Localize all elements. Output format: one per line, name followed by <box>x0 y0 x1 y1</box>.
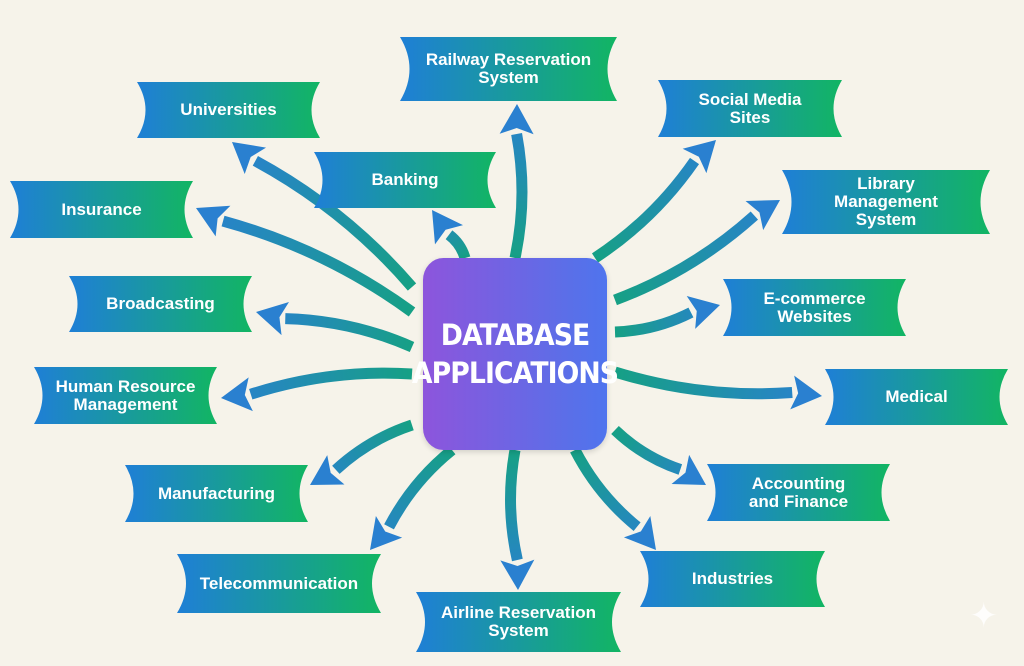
node-medical: Medical <box>825 369 1008 425</box>
banner-shape <box>34 367 217 424</box>
node-label: Manufacturing <box>157 483 276 503</box>
banner-shape <box>658 80 842 137</box>
arrow-shaft <box>332 419 414 474</box>
arrow-head <box>790 375 822 410</box>
arrow-head <box>310 455 345 485</box>
banner-shape <box>69 276 252 332</box>
arrow-broadcasting <box>256 301 415 353</box>
banner-shape <box>10 181 193 238</box>
arrow-shaft <box>509 132 528 260</box>
arrow-insurance <box>196 205 416 317</box>
banner-shape <box>707 464 890 521</box>
banner-shape <box>723 279 906 336</box>
node-broadcasting: Broadcasting <box>69 276 252 332</box>
arrow-shaft <box>221 215 416 317</box>
node-label: Insurance <box>61 199 142 219</box>
banner-shape <box>177 554 381 613</box>
arrow-head <box>682 140 716 174</box>
arrow-head <box>370 516 403 550</box>
arrow-shaft <box>252 155 417 291</box>
center-database-applications: DATABASE APPLICATIONS <box>412 258 619 450</box>
arrow-accounting <box>611 425 706 485</box>
arrow-shaft <box>505 449 523 562</box>
arrow-manufacturing <box>310 419 414 485</box>
arrow-head <box>686 296 720 329</box>
node-airline: Airline Reservation System <box>416 592 621 652</box>
sparkle-icon: ✦ <box>969 597 999 635</box>
arrow-shaft <box>613 211 759 306</box>
arrow-shaft <box>249 367 413 400</box>
arrow-airline <box>500 449 535 590</box>
node-label: Banking <box>371 170 439 189</box>
node-label: Accounting and Finance <box>748 473 849 511</box>
arrow-railway <box>499 104 534 260</box>
arrow-universities <box>232 142 417 291</box>
arrow-shaft <box>613 366 793 400</box>
arrow-shaft <box>614 307 694 338</box>
arrow-head <box>432 210 464 245</box>
banner-shape <box>137 82 320 138</box>
arrow-social-media <box>591 140 716 263</box>
arrow-head <box>500 559 535 590</box>
arrow-head <box>623 515 656 550</box>
arrow-shaft <box>445 230 471 260</box>
arrow-head <box>745 200 780 231</box>
arrow-shaft <box>384 445 456 530</box>
banner-shape <box>416 592 621 652</box>
banner-shape <box>314 152 496 208</box>
arrow-head <box>671 454 706 485</box>
arrow-shaft <box>570 447 641 531</box>
node-insurance: Insurance <box>10 181 193 238</box>
arrow-head <box>221 377 253 412</box>
arrow-head <box>196 205 231 237</box>
node-label: Industries <box>691 569 774 588</box>
node-industries: Industries <box>640 551 825 607</box>
node-accounting: Accounting and Finance <box>707 464 890 521</box>
arrow-head <box>232 142 267 175</box>
node-label: Telecommunication <box>199 573 359 593</box>
node-ecommerce: E-commerce Websites <box>723 279 906 336</box>
node-telecom: Telecommunication <box>177 554 381 613</box>
banner-shape <box>782 170 990 234</box>
node-label: Universities <box>180 100 277 119</box>
banner-shape <box>825 369 1008 425</box>
node-manufacturing: Manufacturing <box>125 465 308 522</box>
node-label: Broadcasting <box>106 294 215 313</box>
arrow-ecommerce <box>614 296 720 338</box>
node-label: Airline Reservation System <box>441 603 596 640</box>
arrow-library <box>613 200 780 306</box>
node-banking: Banking <box>314 152 496 208</box>
arrow-hr <box>221 367 413 412</box>
arrow-telecom <box>370 445 456 550</box>
node-library: Library Management System <box>782 170 990 234</box>
arrow-medical <box>613 366 822 410</box>
node-social-media: Social Media Sites <box>658 80 842 137</box>
node-label: Human Resource Management <box>55 376 196 414</box>
arrow-shaft <box>611 425 683 475</box>
banner-shape <box>125 465 308 522</box>
arrow-head <box>499 104 534 135</box>
arrow-head <box>256 301 289 336</box>
arrow-banking <box>432 210 471 260</box>
banner-shape <box>400 37 617 101</box>
arrow-shaft <box>591 157 700 263</box>
node-label: E-commerce Websites <box>763 288 866 326</box>
node-railway: Railway Reservation System <box>400 37 617 101</box>
node-label: Medical <box>885 387 948 406</box>
arrow-shaft <box>285 313 415 353</box>
node-hr: Human Resource Management <box>34 367 217 424</box>
node-label: Social Media Sites <box>698 89 802 127</box>
node-universities: Universities <box>137 82 320 138</box>
node-label: Railway Reservation System <box>425 50 592 87</box>
node-label: Library Management System <box>834 174 938 229</box>
banner-shape <box>640 551 825 607</box>
arrow-industries <box>570 447 656 550</box>
center-title: DATABASE APPLICATIONS <box>411 318 619 390</box>
